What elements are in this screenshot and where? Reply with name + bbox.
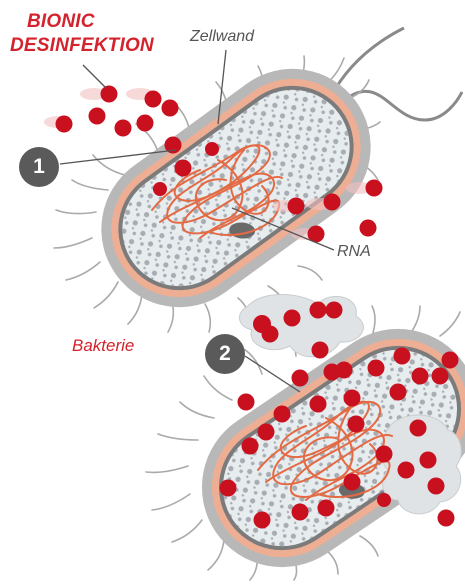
title-line-1: BIONIC bbox=[27, 11, 95, 33]
title-line-2: DESINFEKTION bbox=[10, 35, 154, 57]
step-badge-2: 2 bbox=[205, 334, 245, 374]
step-badge-1: 1 bbox=[19, 147, 59, 187]
bacterium-top bbox=[54, 28, 462, 338]
cell-wall-label: Zellwand bbox=[190, 28, 254, 46]
rna-label: RNA bbox=[337, 243, 371, 261]
bacterium-label: Bakterie bbox=[72, 336, 134, 356]
bacterium-bottom bbox=[146, 295, 465, 582]
